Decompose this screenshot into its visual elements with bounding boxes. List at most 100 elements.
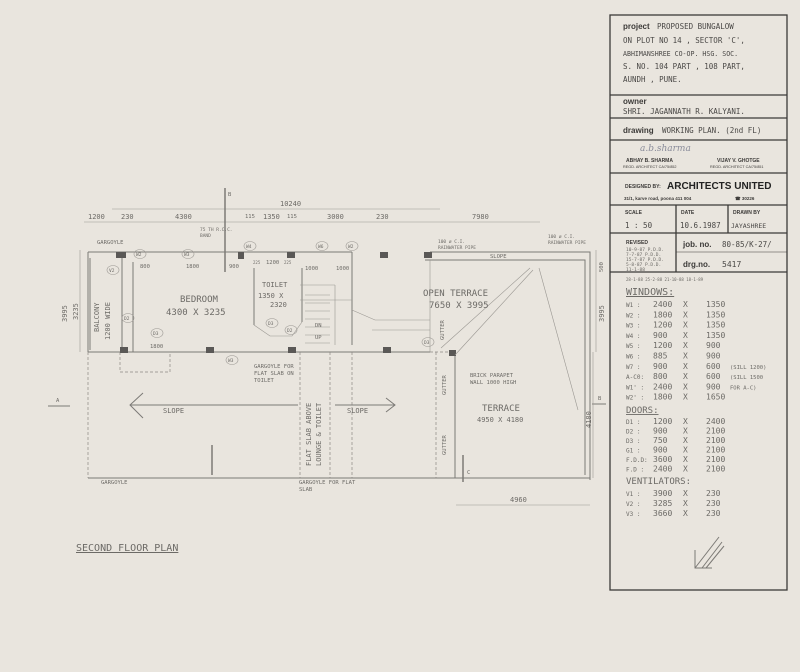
dimension-label: 3000 [327, 213, 344, 221]
gutter-label: GUTTER [442, 374, 448, 395]
windows-cell: A-C0: [626, 374, 644, 381]
dimension-label: 115 [245, 214, 255, 220]
toilet-size-1: 1350 X [258, 292, 284, 300]
windows-cell: 900 [706, 352, 721, 361]
doors-cell: X [683, 465, 688, 474]
windows-cell: X [683, 352, 688, 361]
windows-cell: 2400 [653, 300, 672, 309]
windows-cell: 1350 [706, 331, 725, 340]
doors-cell: G1 : [626, 448, 640, 455]
dimension-4180: 4180 [585, 411, 593, 428]
windows-cell: W2' : [626, 395, 644, 402]
stair-down-label: DN [315, 323, 322, 329]
dimension-4960: 4960 [510, 496, 527, 504]
opening-tag-label: V2 [109, 268, 115, 274]
ventilators-cell: V3 : [626, 511, 640, 518]
opening-tag-label: W4 [246, 244, 252, 250]
rainwater-pipe-label-2: RAINWATER PIPE [548, 240, 586, 246]
bedroom-label: BEDROOM [180, 295, 219, 305]
top-dimensions: 1200 230 4300 115 1350 115 3000 230 7980 [88, 213, 489, 221]
windows-cell: 1350 [706, 310, 725, 319]
doors-cell: 2400 [706, 417, 725, 426]
gargoyle-toilet-label-3: TOILET [254, 378, 275, 384]
doors-cell: 2100 [706, 455, 725, 464]
drawn-by-label: DRAWN BY [733, 210, 761, 216]
section-a-marker: A [56, 398, 60, 404]
doors-cell: 2100 [706, 436, 725, 445]
doors-cell: 750 [653, 436, 668, 445]
ventilators-cell: 3285 [653, 499, 672, 508]
rc-band-label-2: BAND [200, 233, 211, 239]
windows-cell: X [683, 382, 688, 391]
revision-entry: 15-7-87 P.D.D. [626, 257, 664, 263]
terrace-size: 4950 X 4180 [477, 416, 523, 424]
opening-tag-label: W3 [228, 358, 234, 364]
job-no-label: job. no. [682, 240, 711, 249]
windows-cell: W1' : [626, 384, 644, 391]
dimension-label: 1200 [88, 213, 105, 221]
doors-cell: F.D.D: [626, 457, 648, 464]
inner-dimensions: 800 1800 900 225 1200 225 1000 1000 1800 [140, 260, 349, 350]
rainwater-pipe-label-1: 100 ø C.I. [548, 234, 575, 240]
windows-cell: 900 [653, 362, 668, 371]
dimension-label: 800 [140, 264, 150, 270]
windows-cell: 900 [706, 341, 721, 350]
dimension-500: 500 [599, 262, 605, 272]
opening-tag-circle [106, 265, 120, 275]
rc-band-label-1: 75 TH R.C.C. [200, 227, 233, 233]
date-value: 10.6.1987 [680, 221, 721, 230]
windows-cell: W4 : [626, 333, 640, 340]
windows-cell: X [683, 321, 688, 330]
architect2-reg: REGD. ARCHITECT CA/75/851 [710, 165, 764, 169]
scale-label: SCALE [625, 210, 643, 216]
ventilators-cell: 3900 [653, 489, 672, 498]
ventilators-cell: V2 : [626, 501, 640, 508]
parapet-label-1: BRICK PARAPET [470, 373, 514, 379]
doors-cell: 2400 [653, 465, 672, 474]
north-arrow-icon [694, 536, 725, 569]
revised-label: REVISED [626, 240, 648, 246]
windows-cell: 1350 [706, 300, 725, 309]
dimension-3235: 3235 [72, 303, 80, 320]
firm-name: ARCHITECTS UNITED [667, 181, 771, 192]
dimension-label: 1200 [266, 260, 279, 266]
opening-tag-label: D2 [124, 316, 130, 322]
project-line-1: PROPOSED BUNGALOW [657, 22, 734, 31]
doors-cell: 3600 [653, 455, 672, 464]
windows-cell: 1200 [653, 341, 672, 350]
opening-tag-circle [150, 328, 164, 338]
overall-dimension: 10240 [280, 200, 301, 208]
dimension-label: 900 [229, 264, 239, 270]
opening-tag-label: D3 [268, 321, 274, 327]
doors-cell: 2100 [706, 465, 725, 474]
dimension-label: 230 [121, 213, 134, 221]
project-label: project [623, 22, 650, 31]
title-block: project PROPOSED BUNGALOW ON PLOT NO 14 … [609, 14, 788, 591]
opening-tag-label: W3 [184, 252, 190, 258]
designed-by-label: DESIGNED BY: [625, 184, 661, 190]
section-c-marker: C [467, 470, 470, 476]
dimension-label: 225 [284, 260, 292, 265]
drg-no-label: drg.no. [683, 260, 710, 269]
windows-cell: W1 : [626, 302, 640, 309]
dimension-label: 1000 [336, 266, 349, 272]
doors-cell: D3 : [626, 438, 640, 445]
open-terrace-label: OPEN TERRACE [423, 289, 488, 299]
windows-cell: X [683, 300, 688, 309]
stair-up-label: UP [315, 335, 322, 341]
owner-name: SHRI. JAGANNATH R. KALYANI. [623, 107, 745, 116]
plan-title: SECOND FLOOR PLAN [76, 543, 178, 554]
windows-cell: X [683, 393, 688, 402]
opening-tag-circle [284, 325, 298, 335]
windows-cell: W3 : [626, 323, 640, 330]
doors-cell: 900 [653, 427, 668, 436]
revision-entry: 11-1-88 [626, 267, 645, 273]
drg-no-value: 5417 [722, 260, 741, 269]
ventilators-title: VENTILATORS: [626, 477, 691, 487]
ventilators-cell: 230 [706, 509, 721, 518]
dimension-label: 4300 [175, 213, 192, 221]
gargoyle-label: GARGOYLE [97, 240, 124, 246]
